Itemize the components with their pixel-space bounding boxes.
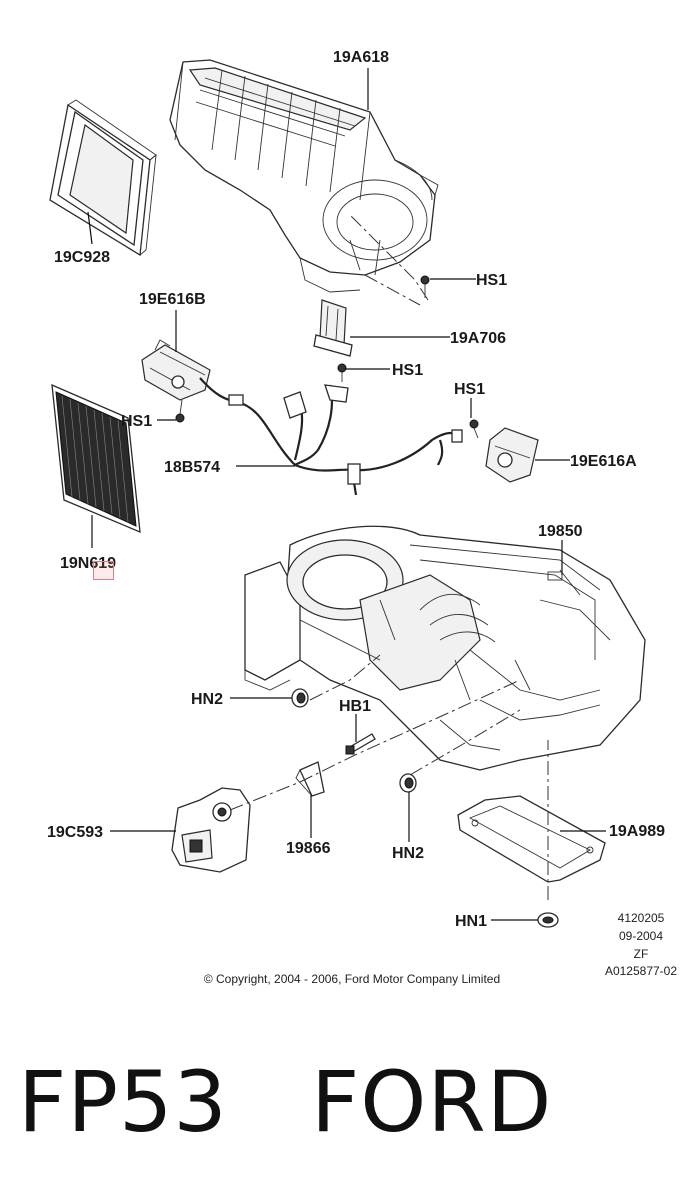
label-19C593: 19C593 (47, 824, 103, 841)
label-19A989: 19A989 (609, 823, 665, 840)
grommet-hn2-a (291, 688, 309, 708)
hvac-housing-19850 (244, 525, 646, 771)
blower-housing-19A618 (169, 59, 439, 293)
screw-hs1-a (420, 275, 430, 298)
label-19E616A: 19E616A (570, 453, 637, 470)
label-19A618: 19A618 (333, 49, 389, 66)
label-19N619: 19N619 (60, 555, 116, 572)
label-19C928: 19C928 (54, 249, 110, 266)
highlight-box (93, 561, 114, 580)
leader-lines (87, 68, 606, 921)
actuator-19E616A (485, 427, 539, 483)
resistor-19A706 (313, 299, 353, 357)
grommet-hn2-b (399, 773, 417, 793)
exploded-parts-diagram: 19A618 19C928 HS1 19E616B 19A706 HS1 HS1… (47, 49, 677, 986)
screw-hs1-c (469, 419, 479, 439)
meta-date: 09-2004 (619, 929, 663, 943)
nut-hn1 (537, 912, 559, 928)
bracket-19A989 (457, 795, 606, 883)
label-19E616B: 19E616B (139, 291, 206, 308)
callout-labels: 19A618 19C928 HS1 19E616B 19A706 HS1 HS1… (47, 49, 665, 930)
screw-hs1-d (175, 399, 185, 423)
label-hn1: HN1 (455, 913, 487, 930)
meta-ref: A0125877-02 (605, 964, 677, 978)
label-19850: 19850 (538, 523, 583, 540)
label-18B574: 18B574 (164, 459, 220, 476)
filter-frame-19C928 (49, 99, 157, 257)
label-hn2-a: HN2 (191, 691, 223, 708)
actuator-19E616B (141, 339, 211, 401)
label-hs1-a: HS1 (476, 272, 507, 289)
copyright-notice: © Copyright, 2004 - 2006, Ford Motor Com… (204, 972, 500, 986)
bottom-title: FP53 FORD (18, 1053, 553, 1151)
wiring-harness-18B574 (199, 377, 463, 496)
label-19A706: 19A706 (450, 330, 506, 347)
label-hs1-b: HS1 (392, 362, 423, 379)
assembly-lines (229, 214, 549, 900)
label-hs1-c: HS1 (454, 381, 485, 398)
module-19C593 (171, 787, 251, 873)
clip-19866 (295, 761, 325, 797)
bolt-hb1 (345, 733, 376, 755)
screw-hs1-b (337, 363, 347, 382)
drawing-metadata: 4120205 09-2004 ZF A0125877-02 (605, 911, 677, 978)
meta-initials: ZF (634, 947, 649, 961)
label-hs1-d: HS1 (121, 413, 152, 430)
label-hb1: HB1 (339, 698, 371, 715)
meta-code: 4120205 (618, 911, 665, 925)
pollen-filter-19N619 (51, 383, 141, 534)
label-hn2-b: HN2 (392, 845, 424, 862)
label-19866: 19866 (286, 840, 331, 857)
